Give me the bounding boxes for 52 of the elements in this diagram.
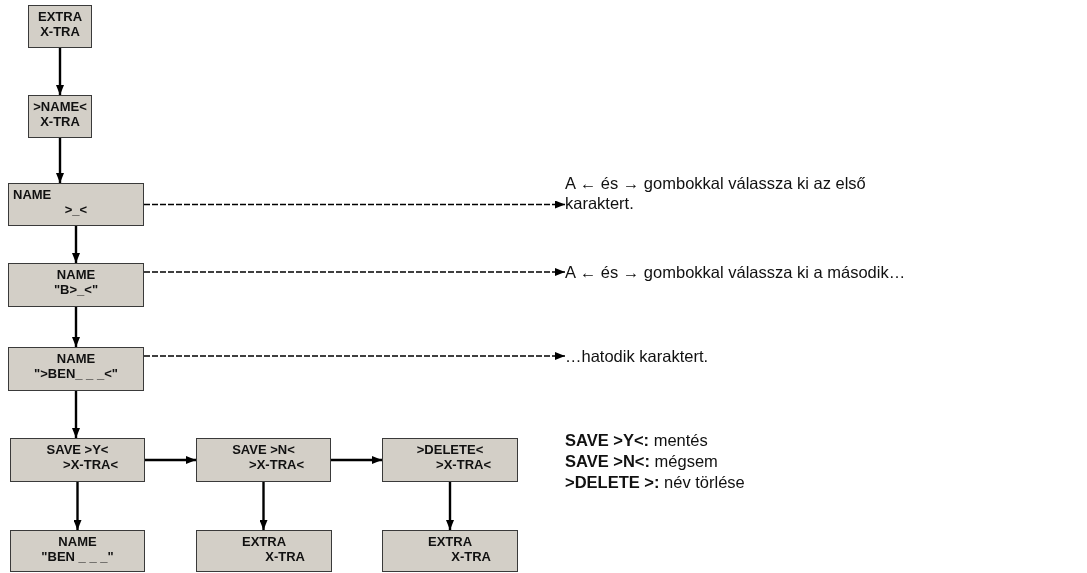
display-box (196, 530, 332, 572)
display-box (382, 530, 518, 572)
dashed-arrow (143, 352, 566, 360)
display-text: >X-TRA< (249, 457, 304, 472)
arrow (446, 482, 454, 530)
dashed-arrow (143, 268, 566, 276)
arrow (145, 456, 196, 464)
legend-note: SAVE >Y<: mentés (565, 431, 708, 450)
instruction-text: A ← és → gombokkal válassza ki az első karaktert. (565, 174, 866, 212)
arrow (72, 307, 80, 347)
display-text: >X-TRA< (436, 457, 491, 472)
display-box (28, 95, 92, 138)
arrow (72, 391, 80, 438)
display-box (10, 530, 145, 572)
display-box (8, 263, 144, 307)
display-text: NAME (13, 187, 52, 202)
display-text: NAME (56, 351, 96, 366)
display-box (10, 438, 145, 482)
display-text: >X-TRA< (63, 457, 118, 472)
arrow (331, 456, 382, 464)
display-text: EXTRA (427, 534, 473, 549)
display-text: NAME (56, 267, 96, 282)
display-box (28, 5, 92, 48)
display-text: X-TRA (451, 549, 491, 564)
display-text: SAVE >N< (232, 442, 295, 457)
arrow (72, 226, 80, 263)
display-box (382, 438, 518, 482)
display-text: >_< (64, 202, 88, 217)
arrow (56, 48, 64, 95)
display-text: X-TRA (40, 24, 80, 39)
arrow (259, 482, 268, 530)
legend-note: SAVE >N<: mégsem (565, 452, 718, 471)
display-text: EXTRA (37, 9, 83, 24)
dashed-arrow (143, 200, 566, 209)
display-box (8, 347, 144, 391)
instruction-text: …hatodik karaktert. (565, 347, 709, 365)
display-box (8, 183, 144, 226)
display-text: X-TRA (40, 114, 80, 129)
legend-note: >DELETE >: név törlése (565, 473, 745, 492)
instruction-text: A ← és → gombokkal válassza ki a második… (565, 263, 906, 281)
display-text: ">BEN_ _ _<" (34, 366, 118, 381)
arrow (73, 482, 82, 530)
display-text: "BEN _ _ _" (41, 549, 114, 564)
display-text: "B>_<" (53, 282, 99, 297)
display-text: NAME (58, 534, 97, 549)
arrow (56, 138, 64, 183)
display-box (196, 438, 331, 482)
display-text: X-TRA (265, 549, 305, 564)
display-text: EXTRA (241, 534, 287, 549)
display-text: >DELETE< (416, 442, 484, 457)
display-text: >NAME< (33, 99, 87, 114)
display-text: SAVE >Y< (46, 442, 109, 457)
